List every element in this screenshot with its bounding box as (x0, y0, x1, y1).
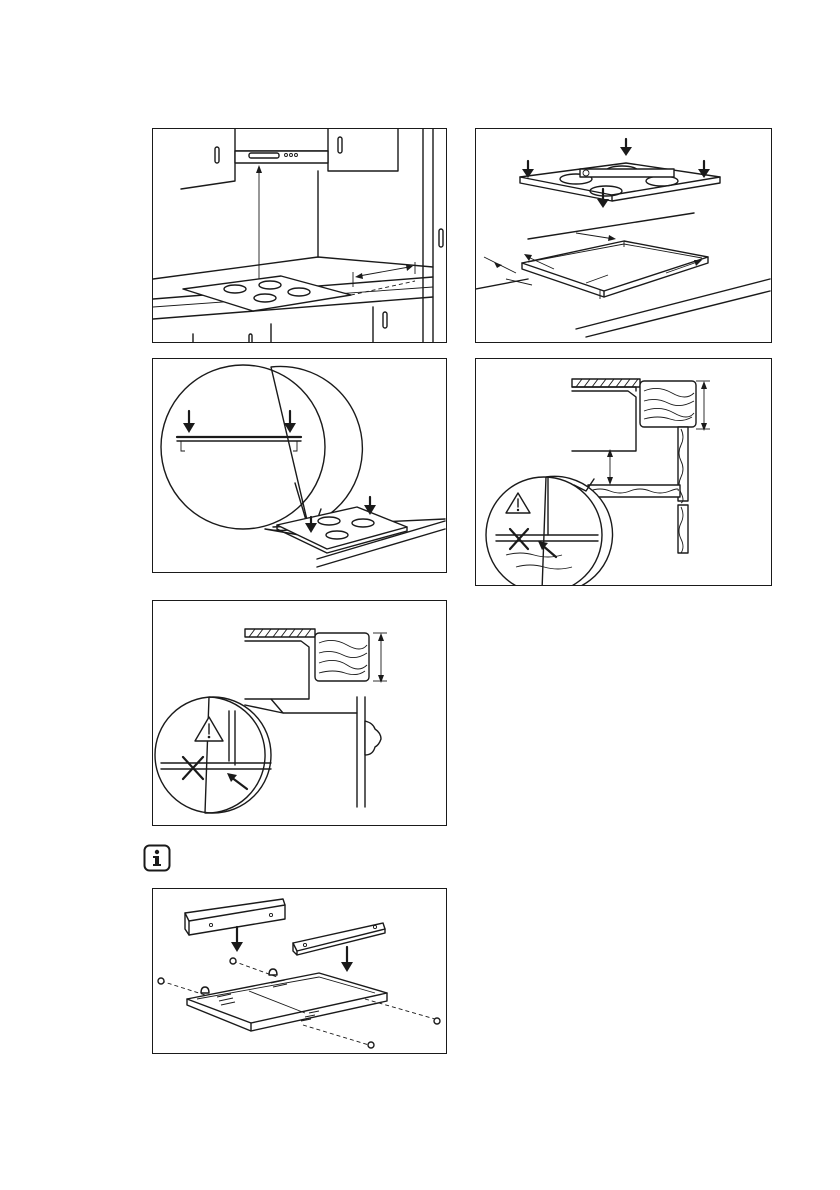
figure-hob-cutout-dimensions (475, 128, 772, 343)
figure-hob-seal-press (152, 358, 447, 573)
hob-cutout-dimensions-illustration (476, 129, 772, 343)
figure-kitchen-hood-clearance (152, 128, 447, 343)
figure-oven-clearance-warning (152, 600, 447, 826)
bracket-mounting-illustration (153, 889, 447, 1054)
drawer-clearance-warning-illustration (476, 359, 772, 586)
figure-drawer-clearance-warning (475, 358, 772, 586)
oven-clearance-warning-illustration (153, 601, 447, 826)
kitchen-hood-clearance-illustration (153, 129, 447, 343)
figure-bracket-mounting (152, 888, 447, 1054)
info-icon (143, 844, 171, 872)
hob-seal-press-illustration (153, 359, 447, 573)
